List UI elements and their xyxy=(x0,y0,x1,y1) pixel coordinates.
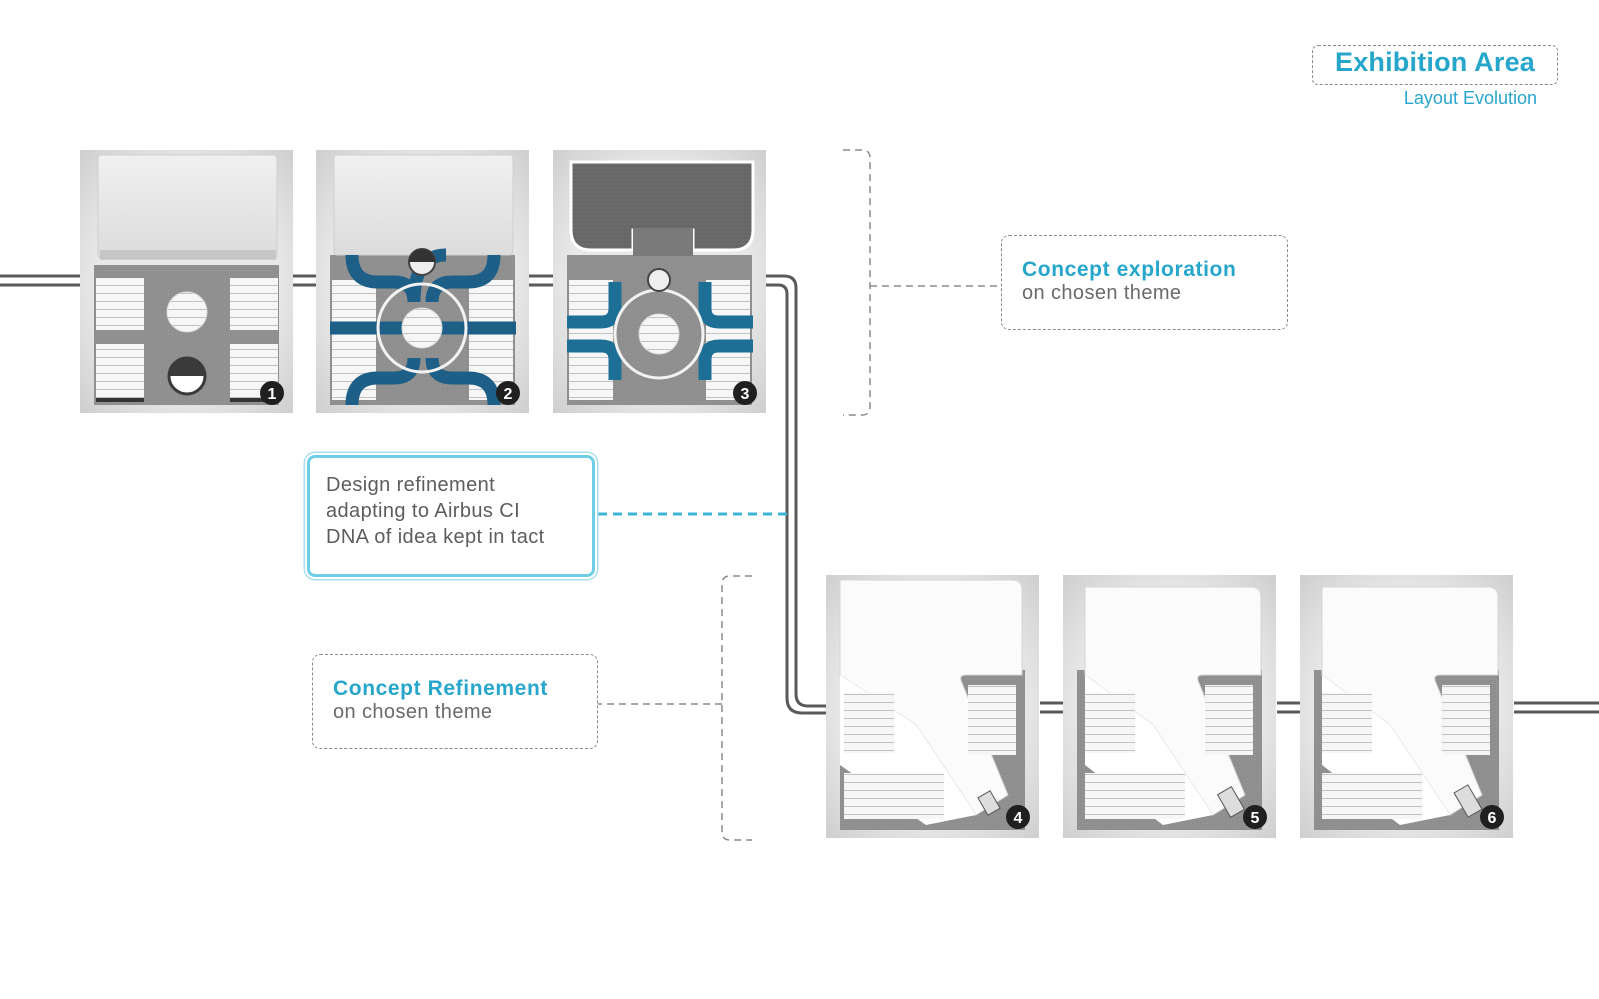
layout-3-floorplan xyxy=(553,150,766,413)
layout-6-badge: 6 xyxy=(1480,805,1504,829)
refinement-callout-line-1: Design refinement xyxy=(326,474,496,496)
layout-4-badge: 4 xyxy=(1006,805,1030,829)
layout-4-floorplan xyxy=(826,575,1039,838)
layout-6-floorplan xyxy=(1300,575,1513,838)
exploration-heading: Concept exploration xyxy=(1022,258,1237,281)
refinement-note: Concept Refinement on chosen theme xyxy=(312,654,598,749)
pathway-connector xyxy=(0,274,1599,715)
refinement-heading: Concept Refinement xyxy=(333,677,548,700)
layout-5-number: 5 xyxy=(1251,810,1260,827)
exploration-subtext: on chosen theme xyxy=(1022,282,1182,304)
layout-6-number: 6 xyxy=(1488,810,1497,827)
refinement-callout-line-3: DNA of idea kept in tact xyxy=(326,526,545,548)
layout-5-floorplan xyxy=(1063,575,1276,838)
refinement-callout: Design refinement adapting to Airbus CI … xyxy=(307,455,595,577)
layout-3-badge: 3 xyxy=(733,381,757,405)
refinement-subtext: on chosen theme xyxy=(333,701,493,723)
layout-3-number: 3 xyxy=(741,386,750,403)
layout-5-badge: 5 xyxy=(1243,805,1267,829)
layout-1-number: 1 xyxy=(268,386,277,403)
refinement-callout-line-2: adapting to Airbus CI xyxy=(326,500,521,522)
title-frame xyxy=(1312,45,1558,85)
layout-4-number: 4 xyxy=(1014,810,1023,827)
layout-2-floorplan xyxy=(316,150,529,413)
layout-2-number: 2 xyxy=(504,386,513,403)
page-subtitle: Layout Evolution xyxy=(1403,88,1537,108)
layout-1-floorplan xyxy=(80,150,293,413)
exploration-note: Concept exploration on chosen theme xyxy=(1001,235,1288,330)
layout-2-badge: 2 xyxy=(496,381,520,405)
layout-1-badge: 1 xyxy=(260,381,284,405)
exploration-bracket xyxy=(843,149,1001,416)
page-title: Exhibition Area xyxy=(1334,47,1536,77)
refinement-bracket xyxy=(598,575,752,841)
